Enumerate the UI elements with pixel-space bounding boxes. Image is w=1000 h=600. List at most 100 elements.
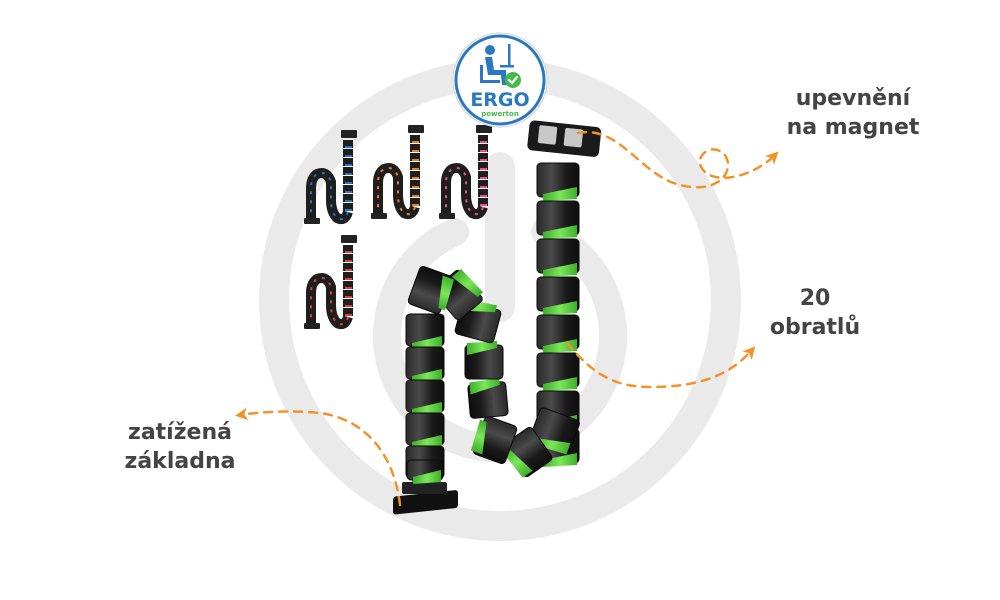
spine-segment bbox=[536, 314, 580, 353]
variant-accent bbox=[480, 150, 487, 152]
variant-segment bbox=[478, 135, 488, 143]
spine-segment bbox=[405, 379, 445, 416]
variant-accent bbox=[412, 195, 419, 197]
callout-magnet-mount: upevnění na magnet bbox=[778, 84, 928, 142]
variant-segment bbox=[343, 290, 353, 298]
variant-segment bbox=[343, 272, 353, 280]
variant-orange bbox=[371, 125, 424, 220]
variant-accent bbox=[345, 251, 352, 253]
magnet-plate bbox=[537, 125, 558, 145]
variant-accent bbox=[480, 159, 487, 161]
variant-base bbox=[304, 323, 320, 329]
variant-red bbox=[304, 235, 357, 330]
spine-segment bbox=[406, 459, 444, 484]
variant-segment bbox=[343, 149, 353, 157]
variant-accent bbox=[480, 195, 487, 197]
variant-segment bbox=[343, 245, 353, 253]
main-cable-spine bbox=[393, 120, 602, 515]
variant-segment bbox=[343, 176, 353, 184]
variant-accent bbox=[480, 177, 487, 179]
variant-accent bbox=[480, 186, 487, 188]
variant-accent bbox=[345, 182, 352, 184]
variant-accent bbox=[345, 314, 352, 316]
variant-accent bbox=[345, 173, 352, 175]
spine-segment bbox=[530, 407, 580, 455]
variant-segment bbox=[410, 180, 420, 188]
logo-brand-name: ERGO bbox=[470, 89, 529, 111]
spine-segment bbox=[464, 341, 504, 380]
weighted-base bbox=[393, 490, 458, 515]
variant-segment bbox=[478, 189, 488, 197]
variant-accent bbox=[480, 168, 487, 170]
variant-segment bbox=[343, 167, 353, 175]
spine-segment bbox=[536, 238, 580, 277]
variant-accent bbox=[345, 287, 352, 289]
spine-segment bbox=[536, 200, 580, 239]
spine-segment bbox=[467, 377, 509, 419]
variant-accent-line bbox=[310, 277, 349, 326]
variant-segment bbox=[478, 162, 488, 170]
magnet-arrow bbox=[576, 130, 779, 189]
variant-accent bbox=[412, 141, 419, 143]
variant-accent bbox=[345, 260, 352, 262]
color-variants bbox=[304, 125, 492, 330]
variant-segment bbox=[343, 140, 353, 148]
spine-core bbox=[543, 453, 577, 467]
variant-segment bbox=[410, 153, 420, 161]
callout-base-line1: zatížená bbox=[128, 420, 232, 445]
variant-segment bbox=[343, 185, 353, 193]
spine-core bbox=[543, 377, 577, 391]
spine-core bbox=[543, 301, 577, 315]
ergonomic-seated-person-icon bbox=[480, 44, 514, 85]
variant-accent-line bbox=[310, 172, 349, 221]
variant-accent bbox=[345, 269, 352, 271]
variant-accent bbox=[345, 191, 352, 193]
spine-segment bbox=[470, 416, 518, 464]
variant-accent bbox=[412, 204, 419, 206]
spine-core bbox=[467, 341, 497, 355]
variant-accent-line bbox=[377, 167, 416, 216]
spine-core bbox=[438, 275, 455, 311]
variant-accent bbox=[345, 146, 352, 148]
variant-mount bbox=[341, 130, 357, 138]
check-icon bbox=[505, 72, 521, 88]
ergo-logo: ERGO powerton bbox=[450, 30, 550, 130]
callout-weighted-base: zatížená základna bbox=[105, 418, 255, 476]
variant-accent bbox=[345, 296, 352, 298]
spine-segment bbox=[405, 313, 445, 350]
variant-segment bbox=[478, 171, 488, 179]
variant-mount bbox=[408, 125, 424, 133]
variant-segment bbox=[410, 144, 420, 152]
spine-core bbox=[543, 339, 577, 353]
variant-accent bbox=[480, 141, 487, 143]
magnet-mount bbox=[527, 120, 602, 157]
logo-subname: powerton bbox=[481, 110, 519, 118]
variant-segment bbox=[478, 198, 488, 206]
base-top bbox=[402, 482, 447, 494]
variant-segment bbox=[343, 281, 353, 289]
variant-accent bbox=[412, 168, 419, 170]
spine-segment bbox=[502, 426, 553, 478]
variant-segment bbox=[343, 158, 353, 166]
variant-accent-line bbox=[445, 167, 484, 216]
variant-accent bbox=[345, 164, 352, 166]
variant-mount bbox=[341, 235, 357, 243]
spine-segment bbox=[405, 412, 445, 449]
spine-core bbox=[469, 377, 500, 395]
variant-segment bbox=[410, 171, 420, 179]
spine-segment bbox=[407, 266, 455, 314]
variant-segment bbox=[410, 135, 420, 143]
variant-segment bbox=[410, 189, 420, 197]
variant-mount bbox=[476, 125, 492, 133]
callout-vertebrae-number: 20 bbox=[799, 286, 831, 311]
spine-core bbox=[502, 448, 533, 478]
power-symbol-bar bbox=[485, 152, 515, 322]
variant-base bbox=[304, 218, 320, 224]
variant-accent bbox=[480, 204, 487, 206]
variant-accent bbox=[412, 186, 419, 188]
variant-accent bbox=[345, 278, 352, 280]
variant-segment bbox=[343, 263, 353, 271]
variant-accent bbox=[345, 305, 352, 307]
spine-segment bbox=[536, 276, 580, 315]
